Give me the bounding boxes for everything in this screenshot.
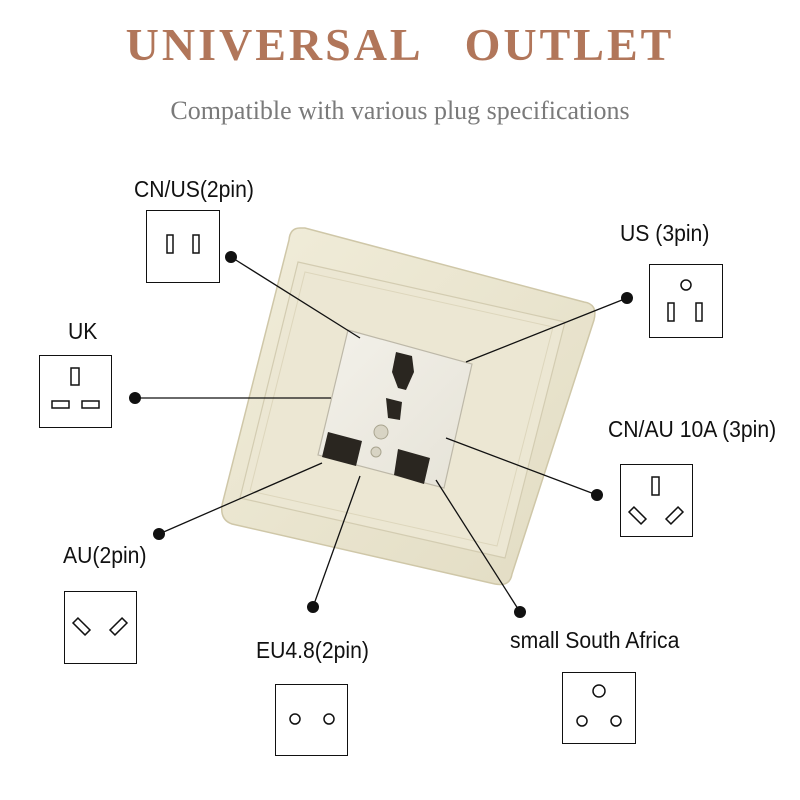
page-subtitle: Compatible with various plug specificati…: [170, 96, 630, 125]
label-eu-4-8-2pin: EU4.8(2pin): [256, 637, 369, 663]
page-title: UNIVERSAL OUTLET: [125, 19, 675, 70]
plug-diagram-small-south-africa: [562, 672, 636, 744]
pin-layout-icon: [576, 684, 622, 727]
leader-dots: [129, 251, 633, 618]
plug-socket-icon: [317, 329, 473, 489]
label-cn-us-2pin: CN/US(2pin): [134, 176, 254, 202]
plug-diagram-au-2pin: [64, 591, 137, 664]
pin-layout-icon: [289, 713, 335, 725]
pin-layout-icon: [166, 234, 200, 254]
pin-layout-icon: [667, 279, 703, 322]
plug-diagram-cn-us-2pin: [146, 210, 220, 283]
leader-lines: [135, 256, 628, 613]
plug-diagram-us-3pin: [649, 264, 723, 338]
universal-outlet-icon: [220, 227, 596, 586]
label-uk: UK: [68, 318, 98, 344]
label-cn-au-10a-3pin: CN/AU 10A (3pin): [608, 416, 777, 442]
plug-diagram-eu-4-8-2pin: [275, 684, 348, 756]
pin-layout-icon: [627, 476, 685, 526]
label-us-3pin: US (3pin): [620, 220, 710, 246]
pin-layout-icon: [71, 616, 129, 637]
label-small-south-africa: small South Africa: [510, 627, 680, 653]
plug-diagram-cn-au-10a-3pin: [620, 464, 693, 537]
plug-diagram-uk: [39, 355, 112, 428]
label-au-2pin: AU(2pin): [63, 542, 147, 568]
pin-layout-icon: [51, 367, 100, 409]
